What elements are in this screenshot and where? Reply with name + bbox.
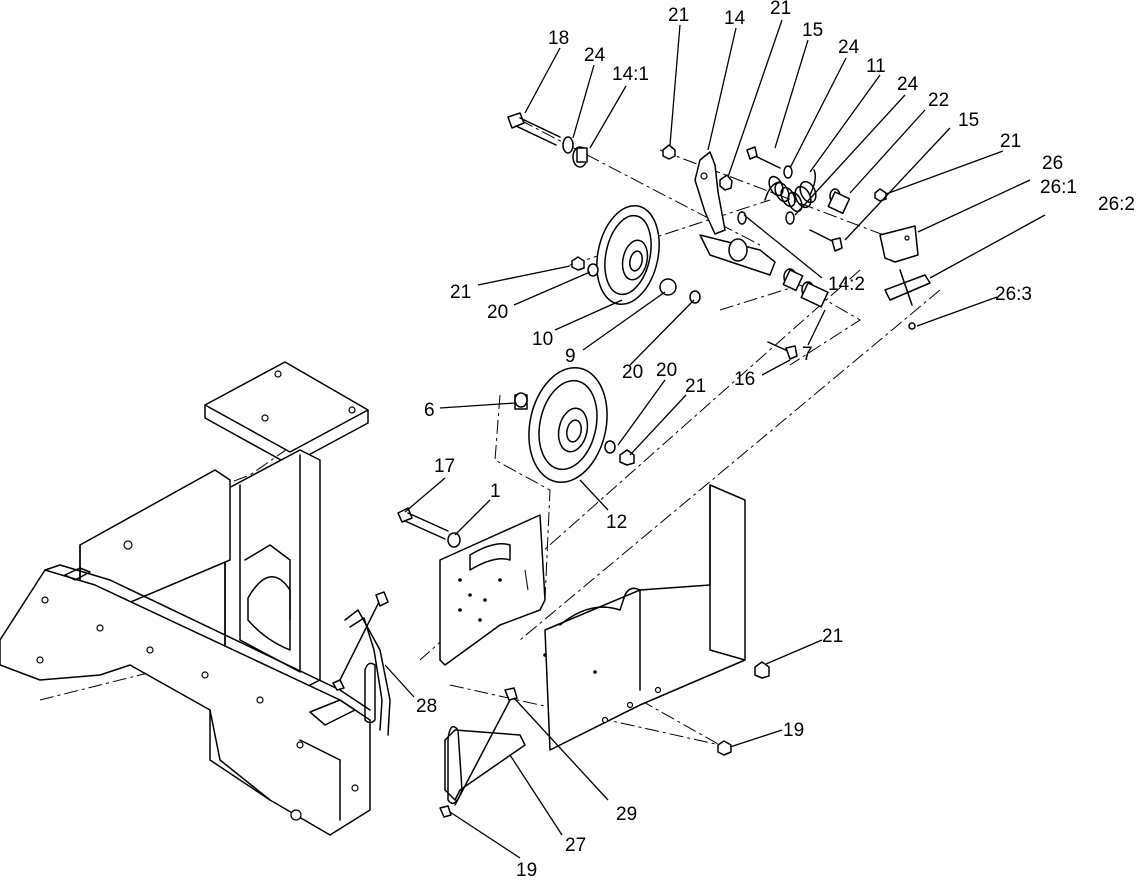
- bolt-17: [397, 507, 461, 548]
- callout-9: 9: [565, 346, 576, 367]
- bushing-14-1: [572, 146, 588, 168]
- callout-29: 29: [616, 804, 637, 825]
- callout-10: 10: [532, 329, 553, 350]
- idler-arm-14: [694, 151, 776, 276]
- callout-15: 15: [802, 20, 823, 41]
- lever-28: [332, 591, 391, 736]
- callout-28: 28: [416, 696, 437, 717]
- idler-pulley-10: [571, 204, 701, 306]
- callout-22: 22: [928, 90, 949, 111]
- callout-24: 24: [897, 74, 919, 95]
- frame-weldment: [0, 361, 371, 836]
- callout-1: 1: [490, 481, 501, 502]
- nut-19-right: [717, 740, 732, 756]
- callout-labels: 18 24 14:1 21 14 21 15 24 11 24 22 15 21…: [416, 0, 1135, 881]
- mounting-bracket-right: [543, 484, 746, 751]
- spring-11: [764, 169, 817, 213]
- callout-6: 6: [424, 400, 435, 421]
- callout-24: 24: [584, 45, 606, 66]
- callout-14: 14: [724, 8, 746, 29]
- mounting-plate-left: [439, 514, 546, 666]
- callout-26-3: 26:3: [995, 284, 1032, 305]
- idler-arm-assembly: [507, 112, 931, 360]
- bracket-26: [879, 225, 931, 330]
- callout-26: 26: [1042, 153, 1063, 174]
- callout-18: 18: [548, 28, 569, 49]
- callout-14-1: 14:1: [612, 64, 649, 85]
- callout-21: 21: [770, 0, 791, 19]
- callout-17: 17: [434, 456, 455, 477]
- callout-12: 12: [606, 512, 627, 533]
- callout-20: 20: [622, 362, 643, 383]
- callout-21: 21: [822, 626, 843, 647]
- lever-27: [439, 687, 526, 818]
- callout-20: 20: [487, 302, 508, 323]
- callout-16: 16: [734, 369, 755, 390]
- callout-26-1: 26:1: [1040, 177, 1077, 198]
- callout-19: 19: [516, 860, 537, 881]
- callout-21: 21: [685, 376, 706, 397]
- leader-lines: [384, 19, 1046, 859]
- callout-19: 19: [783, 720, 804, 741]
- drive-pulley-12: [514, 366, 635, 484]
- spacer-7: [782, 268, 829, 308]
- callout-21: 21: [1000, 131, 1021, 152]
- callout-21: 21: [450, 282, 471, 303]
- bolt-18: [507, 112, 561, 146]
- callout-24: 24: [838, 37, 860, 58]
- callout-21: 21: [668, 5, 689, 26]
- callout-11: 11: [866, 56, 886, 77]
- callout-14-2: 14:2: [828, 274, 865, 295]
- nut-21-right: [754, 661, 770, 679]
- callout-26-2: 26:2: [1098, 194, 1135, 215]
- callout-15: 15: [958, 110, 979, 131]
- callout-20: 20: [656, 360, 677, 381]
- callout-7: 7: [802, 344, 813, 365]
- callout-27: 27: [565, 835, 586, 856]
